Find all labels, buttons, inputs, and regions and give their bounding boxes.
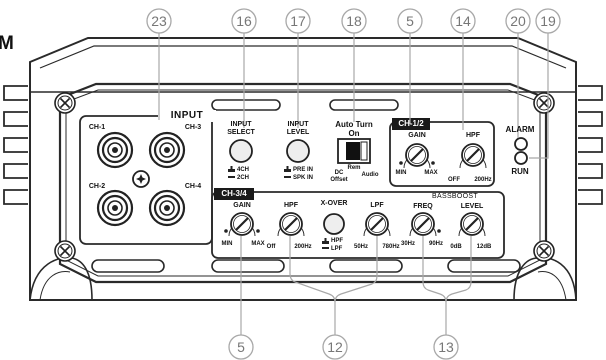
ch2-label: CH-2 — [88, 183, 106, 190]
ch12-gain-knob[interactable] — [404, 142, 430, 168]
ch34-hpf-max: 200Hz — [294, 244, 312, 250]
ch12-gain-min: MIN — [395, 170, 407, 176]
ch1-rca-jack[interactable] — [96, 131, 134, 169]
ch4-rca-jack[interactable] — [148, 189, 186, 227]
bassboost-level-min: 0dB — [450, 244, 462, 250]
ch34-gain-label: GAIN — [233, 202, 251, 209]
auto-turn-on-title: Auto Turn — [335, 120, 373, 129]
callout-circles — [146, 8, 561, 360]
input-select-title-2: SELECT — [227, 129, 255, 136]
input-level-title-2: LEVEL — [286, 129, 310, 136]
ch2-rca-jack[interactable] — [96, 189, 134, 227]
xover-button[interactable] — [323, 213, 345, 235]
xover-option-1: HPF — [331, 238, 343, 244]
ch12-badge: CH-1/2 — [398, 119, 424, 128]
callout-number: 23 — [151, 13, 167, 29]
input-level-option-1: PRE IN — [293, 167, 314, 173]
ch1-label: CH-1 — [88, 124, 106, 131]
callout-number: 13 — [438, 339, 454, 355]
run-label: RUN — [511, 167, 529, 176]
input-select-option-2: 2CH — [237, 175, 250, 181]
input-panel — [79, 110, 216, 245]
ch34-lpf-max: 780Hz — [382, 244, 400, 250]
auto-turn-on-audio-label: Audio — [361, 172, 379, 178]
callout-number: 12 — [327, 339, 343, 355]
screw-icon — [533, 240, 555, 262]
bassboost-level-knob[interactable] — [459, 211, 485, 237]
screw-icon — [533, 92, 555, 114]
ch12-gain-label: GAIN — [408, 132, 426, 139]
corner-fragment-text: M — [0, 33, 14, 54]
screw-icon — [54, 92, 76, 114]
callout-number: 5 — [406, 13, 414, 29]
callout-number: 16 — [236, 13, 252, 29]
ch34-hpf-min: Off — [266, 244, 276, 250]
callout-leaders — [158, 33, 549, 336]
ch3-label: CH-3 — [184, 124, 202, 131]
center-screw-icon — [132, 170, 150, 188]
input-select-title: INPUT — [230, 121, 252, 128]
xover-label: X-OVER — [320, 200, 348, 207]
auto-turn-on-offset-label: Offset — [330, 177, 348, 183]
control-plate — [58, 82, 548, 284]
input-select-button[interactable] — [229, 139, 253, 163]
ch4-label: CH-4 — [184, 183, 202, 190]
ch12-gain-max: MAX — [424, 170, 438, 176]
ch34-lpf-knob[interactable] — [364, 211, 390, 237]
ch34-lpf-label: LPF — [370, 202, 384, 209]
ch12-hpf-label: HPF — [466, 132, 480, 139]
ch12-hpf-max: 200Hz — [474, 177, 492, 183]
callout-number: 5 — [237, 339, 245, 355]
input-level-button[interactable] — [286, 139, 310, 163]
bassboost-freq-max: 90Hz — [428, 241, 443, 247]
ch12-hpf-knob[interactable] — [460, 142, 486, 168]
ch34-gain-knob[interactable] — [229, 211, 255, 237]
bassboost-label: BASSBOOST — [432, 193, 478, 200]
ch34-lpf-min: 50Hz — [353, 244, 368, 250]
auto-turn-on-rem-label: Rem — [347, 165, 361, 171]
alarm-led — [514, 137, 528, 151]
ch34-hpf-knob[interactable] — [278, 211, 304, 237]
input-panel-title: INPUT — [170, 110, 204, 121]
bassboost-level-max: 12dB — [476, 244, 492, 250]
amplifier-housing — [3, 37, 603, 301]
ch34-gain-min: MIN — [221, 241, 233, 247]
ch34-badge: CH-3/4 — [221, 189, 247, 198]
input-level-title: INPUT — [287, 121, 309, 128]
callout-number: 20 — [510, 13, 526, 29]
bassboost-freq-knob[interactable] — [410, 211, 436, 237]
switch-position-icon — [228, 166, 291, 178]
auto-turn-on-switch[interactable] — [337, 138, 371, 164]
ch3-rca-jack[interactable] — [148, 131, 186, 169]
callout-number: 17 — [290, 13, 306, 29]
callout-number: 14 — [455, 13, 471, 29]
screw-icon — [54, 240, 76, 262]
input-level-option-2: SPK IN — [293, 175, 314, 181]
callout-number: 18 — [346, 13, 362, 29]
bassboost-freq-min: 30Hz — [400, 241, 415, 247]
alarm-label: ALARM — [505, 125, 535, 134]
plate-slots — [91, 99, 521, 273]
ch12-hpf-min: OFF — [448, 177, 460, 183]
callout-number: 19 — [540, 13, 556, 29]
auto-turn-on-title-2: On — [348, 129, 360, 138]
ch34-gain-max: MAX — [251, 241, 265, 247]
run-led — [514, 151, 528, 165]
bassboost-level-label: LEVEL — [460, 203, 484, 210]
ch34-hpf-label: HPF — [284, 202, 298, 209]
bassboost-freq-label: FREQ — [413, 203, 433, 210]
xover-option-2: LPF — [331, 246, 343, 252]
input-select-option-1: 4CH — [237, 167, 250, 173]
auto-turn-on-dc-label: DC — [334, 170, 344, 176]
